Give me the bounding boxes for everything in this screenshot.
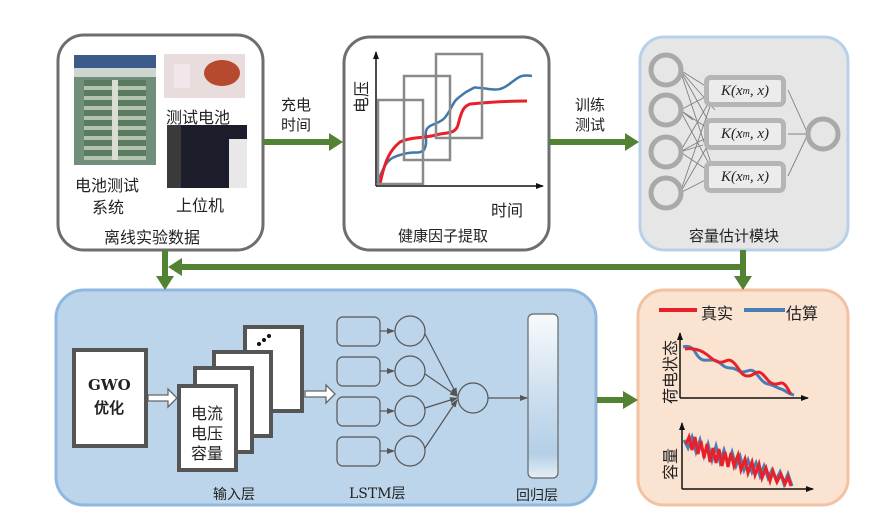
capacity-plot: [679, 422, 814, 492]
capacity-module-title: 容量估计模块: [689, 227, 780, 245]
charge-time-label-line2: 时间: [281, 116, 312, 134]
kernel-tail: , x): [749, 125, 770, 142]
battery-test-system-label-line1: 电池测试: [75, 176, 140, 195]
train-test-label-line1: 训练: [575, 96, 606, 114]
lstm-node: [394, 435, 426, 467]
input-node: [648, 52, 684, 88]
lstm-cells: [336, 315, 528, 467]
kernel-sub: m: [742, 128, 750, 140]
health-factor-plot: [373, 51, 544, 189]
soc-axis-label: 荷电状态: [661, 339, 681, 405]
input-node: [648, 92, 684, 128]
capacity-true-curve: [684, 432, 793, 488]
window-box-1: [376, 98, 425, 186]
kernel-func: K(x: [720, 168, 743, 185]
host-computer-photo: [167, 125, 247, 188]
battery-test-system-photo: [74, 55, 156, 165]
window-box-3: [434, 52, 484, 140]
window-box-2: [402, 74, 452, 162]
output-node: [805, 116, 841, 152]
kernel-func: K(x: [720, 82, 743, 99]
regression-layer-bar: [527, 313, 559, 479]
legend-estimate-label: 估算: [786, 304, 819, 323]
time-axis-label: 时间: [491, 201, 524, 220]
ellipsis-dots: [256, 334, 274, 352]
capacity-axis-label: 容量: [661, 447, 681, 481]
kernel-input-nodes: [648, 52, 841, 211]
input-sheet-1: [177, 384, 238, 472]
kernel-tail: , x): [749, 82, 770, 99]
kernel-func: K(x: [720, 125, 743, 142]
lstm-node: [394, 355, 426, 387]
input-layer-label: 输入层: [213, 487, 255, 503]
offline-data-title: 离线实验数据: [104, 228, 201, 247]
host-computer-label: 上位机: [176, 196, 225, 215]
input-node: [648, 134, 684, 170]
kernel-network: [679, 69, 809, 194]
charge-time-label-line1: 充电: [281, 96, 312, 114]
gwo-optimization-box: [72, 348, 148, 448]
kernel-tail: , x): [749, 168, 770, 185]
train-test-label-line2: 测试: [575, 116, 606, 134]
lstm-layer-label: LSTM层: [349, 486, 406, 502]
kernel-sub: m: [742, 85, 750, 97]
regression-layer-label: 回归层: [516, 488, 558, 504]
input-feature-current: 电流: [191, 404, 224, 423]
lstm-node: [394, 315, 426, 347]
soc-plot: [677, 332, 809, 401]
gwo-label-line1: GWO: [88, 376, 131, 394]
green-arrows: [156, 133, 752, 409]
soc-true-curve: [684, 347, 793, 396]
gwo-label-line2: 优化: [94, 399, 125, 417]
input-node: [648, 175, 684, 211]
test-battery-photo: [164, 54, 245, 98]
lstm-node: [394, 395, 426, 427]
kernel-sub: m: [742, 171, 750, 183]
battery-test-system-label-line2: 系统: [92, 198, 125, 217]
input-feature-voltage: 电压: [191, 424, 224, 443]
test-battery-label: 测试电池: [166, 108, 231, 127]
hollow-arrows: [147, 383, 336, 409]
health-factor-title: 健康因子提取: [398, 227, 489, 245]
voltage-axis-label: 电压: [352, 80, 372, 114]
legend-true-label: 真实: [701, 304, 734, 323]
input-feature-capacity: 容量: [191, 444, 224, 463]
